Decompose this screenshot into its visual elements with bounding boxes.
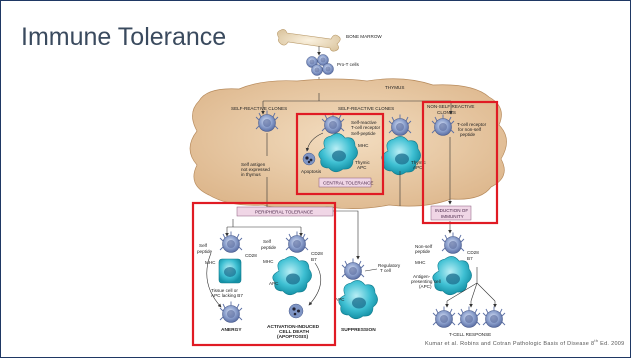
self-peptide-b-label-1: Self [263, 239, 272, 244]
thymic-apc-b-label-1: Thymic [411, 160, 427, 165]
antigen-apc-label-1: Antigen- [413, 274, 431, 279]
thymus-clone-right: T-cell receptor for non-self peptide IND… [430, 114, 487, 221]
nonself-peptide-label-2: peptide [415, 249, 431, 254]
peripheral-tolerance-label: PERIPHERAL TOLERANCE [255, 210, 313, 215]
highlight-induction-immunity [421, 100, 499, 225]
suppression-pathway: Regulatory T cell APC SUPPRESSION [335, 258, 401, 333]
thymus-clone-center-right: Thymic APC [381, 114, 427, 206]
non-self-reactive-label-2: CLONES [437, 110, 456, 115]
suppression-label: SUPPRESSION [341, 327, 376, 333]
nonself-peptide-label-1: Non-self [415, 244, 433, 249]
self-peptide-a-label-2: peptide [197, 249, 213, 254]
induction-label-1: INDUCTION OF [435, 208, 468, 213]
induction-label-2: IMMUNITY [441, 214, 464, 219]
tcr-nonself-label-1: T-cell receptor [457, 122, 487, 127]
tissue-cell-label-2: APC lacking B7 [211, 293, 243, 298]
tcr-nonself-label-3: peptide [460, 132, 476, 137]
anergy-pathway: Self peptide CD28 MHC Tissue cell or APC… [197, 231, 257, 333]
thymus-clone-left: Self antigen not expressed in thymus [241, 110, 279, 177]
aicd-pathway: Self peptide MHC CD28 B7 APC ACTIVATION-… [261, 231, 323, 340]
aicd-label-1: ACTIVATION-INDUCED [267, 324, 320, 330]
thymus-clone-center: Self-reactive T-cell receptor Self-pepti… [301, 112, 381, 188]
citation: Kumar et al. Robins and Cotran Pathologi… [425, 338, 625, 347]
anergy-label: ANERGY [221, 327, 242, 333]
aicd-label-3: (APOPTOSIS) [277, 334, 308, 340]
apc-b-label: APC [269, 281, 279, 286]
tcr-nonself-label-2: for non-self [458, 127, 482, 132]
self-antigen-label-2: not expressed [241, 167, 270, 172]
b7-b-label: B7 [311, 257, 317, 262]
cd28-d-label: CD28 [467, 250, 479, 255]
self-peptide-a-label-1: Self [199, 243, 208, 248]
regulatory-label-1: Regulatory [378, 263, 401, 268]
self-reactive-tcr-label-1: Self-reactive [351, 120, 377, 125]
cd28-a-label: CD28 [245, 253, 257, 258]
antigen-apc-label-3: (APC) [419, 284, 432, 289]
mhc-b-label: MHC [263, 259, 274, 264]
apoptosis-label: Apoptosis [301, 169, 322, 174]
apoptotic-cell-aicd [288, 303, 304, 319]
self-reactive-clones-label-1: SELF-REACTIVE CLONES [231, 106, 287, 111]
thymus-label: THYMUS [385, 85, 404, 90]
self-reactive-tcr-label-2: T-cell receptor [351, 125, 381, 130]
thymic-apc-label-1: Thymic [355, 160, 371, 165]
self-antigen-label-3: in thymus [241, 172, 261, 177]
t-cell-response-label: T-CELL RESPONSE [449, 332, 491, 337]
central-tolerance-label: CENTRAL TOLERANCE [323, 181, 373, 186]
aicd-label-2: CELL DEATH [279, 329, 309, 335]
self-peptide-b-label-2: peptide [261, 245, 277, 250]
apoptotic-cell [302, 152, 316, 166]
b7-d-label: B7 [467, 256, 473, 261]
antigen-apc-label-2: presenting cell [411, 279, 441, 284]
thymic-apc-label-2: APC [357, 165, 367, 170]
thymic-apc-b-label-2: APC [413, 165, 423, 170]
highlight-peripheral-tolerance [191, 201, 337, 347]
highlight-central-tolerance [295, 112, 385, 196]
apc-c-label: APC [335, 297, 345, 302]
self-antigen-label-1: Self antigen [241, 162, 266, 167]
mhc-d-label: MHC [415, 260, 426, 265]
bone-marrow: BONE MARROW [277, 29, 382, 52]
self-peptide-label: Self-peptide [351, 131, 376, 136]
self-reactive-clones-label-2: SELF-REACTIVE CLONES [338, 106, 394, 111]
slide-title: Immune Tolerance [21, 23, 227, 51]
mhc-a-label: MHC [205, 260, 216, 265]
immunity-pathway: Non-self peptide CD28 B7 MHC Antigen- pr… [411, 221, 506, 337]
cd28-b-label: CD28 [311, 251, 323, 256]
mhc-label: MHC [358, 143, 369, 148]
citation-superscript: th [594, 338, 599, 343]
tissue-cell-label-1: Tissue cell or [211, 288, 238, 293]
regulatory-label-2: T cell [380, 268, 391, 273]
bone-marrow-label: BONE MARROW [346, 34, 382, 39]
pro-t-cells-label: Pro-T cells [337, 62, 360, 67]
